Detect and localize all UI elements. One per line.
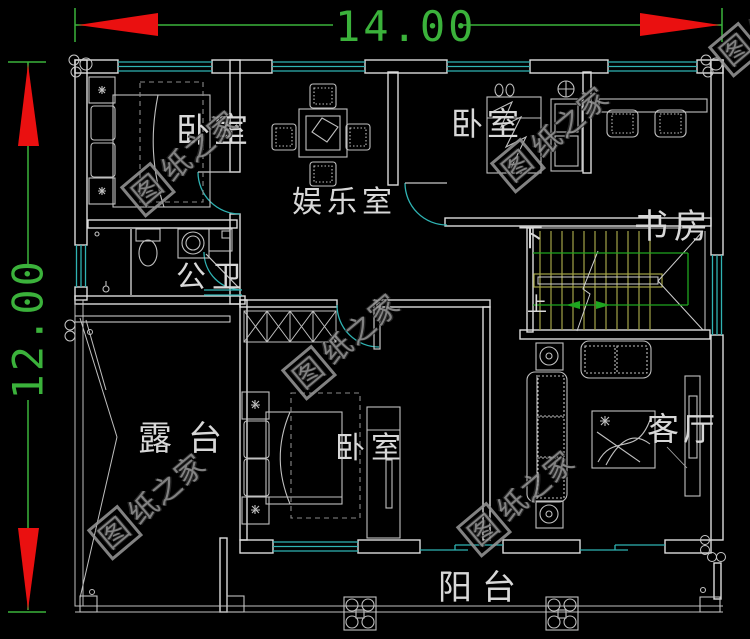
toilet-bowl — [138, 239, 158, 267]
bedroom-top-left-furniture — [88, 76, 211, 208]
balcony-railing — [75, 586, 723, 631]
window-bottom-bedroom — [273, 541, 358, 552]
dimension-arrows — [18, 13, 720, 610]
stairs — [533, 227, 706, 332]
corner-decorations — [64, 54, 726, 562]
bedroom-top-right-furniture — [486, 80, 583, 174]
window-top-1 — [118, 61, 212, 72]
window-left — [75, 245, 87, 287]
stair-guides — [533, 252, 689, 306]
dimension-width-label: 14.00 — [335, 2, 477, 51]
window-top-2 — [272, 61, 365, 72]
arrow-up-icon — [18, 64, 39, 146]
stair-break-line — [576, 250, 599, 332]
door-bedroom-top-right — [404, 182, 448, 226]
stair-landing-diagonal-1 — [657, 230, 704, 282]
corner-top-right — [700, 54, 723, 78]
wardrobe-x — [243, 310, 337, 343]
plant-icon — [600, 416, 610, 426]
window-right-stairs — [711, 255, 723, 335]
arrow-right-icon — [640, 13, 720, 36]
bathroom-fixtures — [94, 228, 233, 296]
arrow-left-icon — [78, 13, 158, 36]
sliding-door-balcony-1 — [420, 544, 503, 551]
stair-treads — [533, 231, 663, 330]
sink — [181, 231, 205, 255]
washing-machine — [208, 228, 233, 252]
dimension-height-label: 12.00 — [3, 258, 53, 400]
corner-terrace — [64, 319, 76, 342]
stair-direction-arrows — [566, 301, 610, 309]
doors — [197, 171, 448, 348]
entertainment-room-furniture — [271, 83, 371, 187]
column-cluster-2 — [545, 596, 579, 631]
stair-handrail — [533, 273, 663, 288]
door-bedroom-top-left — [197, 171, 241, 215]
sofa-loveseat — [580, 340, 652, 379]
wardrobe-right — [366, 406, 401, 539]
column-cluster-1 — [343, 596, 377, 631]
sliding-door-balcony-2 — [580, 544, 665, 551]
window-top-3 — [447, 61, 530, 72]
coffee-table — [591, 410, 656, 469]
living-room-furniture — [526, 340, 701, 529]
windows — [75, 61, 723, 552]
bedroom-bottom-furniture — [241, 391, 401, 539]
window-top-4 — [608, 61, 697, 72]
study-furniture — [598, 98, 708, 138]
toilet-tank — [135, 228, 161, 242]
sofa-long — [526, 371, 568, 503]
door-leaves — [198, 171, 447, 350]
door-bedroom-bottom — [336, 304, 380, 348]
corner-top-left — [68, 54, 93, 78]
arrow-down-icon — [18, 528, 39, 610]
terrace-lines — [74, 299, 118, 607]
tv-cabinet — [684, 375, 701, 497]
corner-bottom-right — [700, 535, 726, 562]
